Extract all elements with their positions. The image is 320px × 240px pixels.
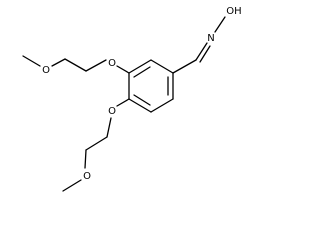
ring-double-bond [133,66,151,78]
ch-n-double-bond [195,42,208,61]
benzene-ring [128,59,174,113]
atom-label-oh: OH [226,6,241,17]
chain-bond [106,117,112,138]
ring-double-bond [133,94,151,106]
chain-bond [22,55,41,67]
chain-bond [85,59,107,72]
chain-bond [85,136,108,151]
atom-label-o: O [83,171,91,182]
n-o-bond [214,16,226,33]
chain-bond [62,179,82,192]
atom-label-o: O [108,106,116,117]
ring-bond [128,59,152,74]
ring-bond [150,59,174,74]
chain-bond [84,149,87,169]
ring-to-o-bond [116,98,130,107]
ring-bond [128,98,152,113]
atom-label-o: O [42,65,50,76]
structure-canvas: N OH O O O O [22,6,242,192]
chain-bond [64,58,87,72]
upper-methoxyethoxy-chain: O O [22,55,130,76]
atom-label-o: O [108,58,116,69]
oxime-group: N OH [172,6,242,74]
molecule-diagram: N OH O O O O [22,6,242,192]
ring-to-ch-bond [172,59,197,74]
atom-label-n: N [207,33,214,44]
ch-n-double-bond [199,45,211,63]
chain-bond [51,58,66,67]
ring-bond [150,98,174,113]
lower-methoxyethoxy-chain: O O [62,98,130,192]
ring-to-o-bond [116,65,130,74]
